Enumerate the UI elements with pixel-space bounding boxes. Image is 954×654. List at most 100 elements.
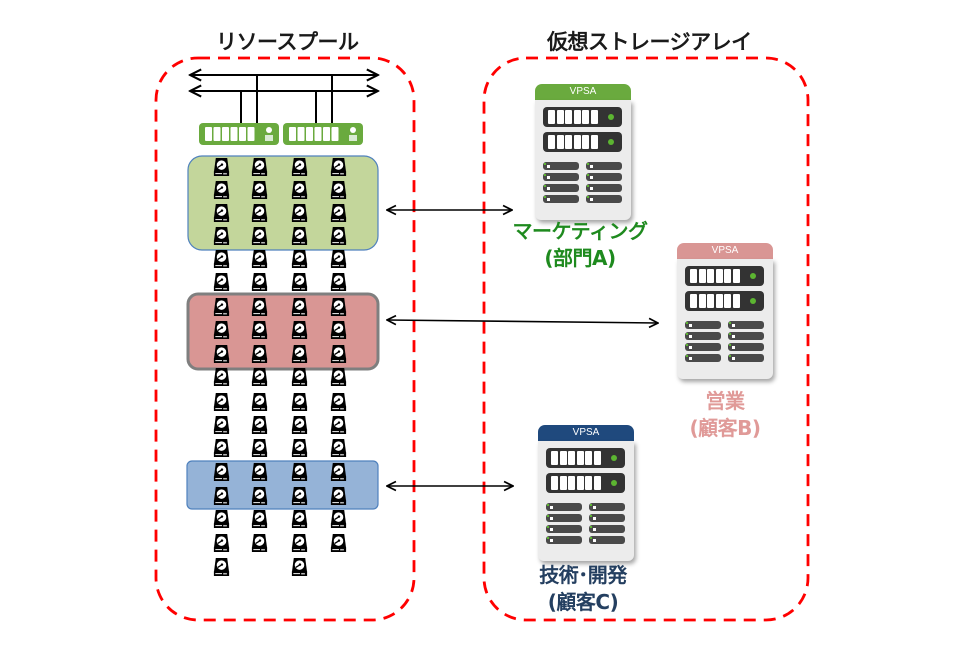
drive-slot-icon bbox=[546, 525, 582, 533]
hard-disk-icon bbox=[213, 486, 230, 505]
hard-disk-icon bbox=[251, 203, 268, 222]
drive-bay-icon bbox=[543, 132, 622, 152]
disk-group-a[interactable] bbox=[187, 155, 379, 251]
hard-disk-icon bbox=[330, 462, 347, 481]
hard-disk-icon bbox=[251, 415, 268, 434]
hard-disk-icon bbox=[213, 320, 230, 339]
drive-slot-icon bbox=[685, 321, 721, 329]
hard-disk-icon bbox=[291, 249, 308, 268]
hard-disk-icon bbox=[251, 392, 268, 411]
drive-slot-icon bbox=[543, 173, 579, 181]
hard-disk-icon bbox=[330, 415, 347, 434]
storage-controller-icon bbox=[199, 123, 279, 145]
resource-pool-title: リソースプール bbox=[216, 30, 359, 54]
hard-disk-icon bbox=[291, 272, 308, 291]
hard-disk-icon bbox=[213, 180, 230, 199]
hard-disk-icon bbox=[251, 320, 268, 339]
hard-disk-icon bbox=[330, 509, 347, 528]
hard-disk-icon bbox=[291, 486, 308, 505]
hard-disk-icon bbox=[251, 367, 268, 386]
hard-disk-icon bbox=[213, 226, 230, 245]
hard-disk-icon bbox=[213, 438, 230, 457]
hard-disk-icon bbox=[213, 272, 230, 291]
hard-disk-icon bbox=[251, 533, 268, 552]
hard-disk-icon bbox=[213, 415, 230, 434]
hard-disk-icon bbox=[251, 438, 268, 457]
drive-slot-icon bbox=[685, 343, 721, 351]
hard-disk-icon bbox=[251, 180, 268, 199]
hard-disk-icon bbox=[291, 533, 308, 552]
link-group-b-vpsa-b bbox=[387, 320, 658, 323]
hard-disk-icon bbox=[213, 249, 230, 268]
hard-disk-icon bbox=[251, 272, 268, 291]
drive-slot-icon bbox=[586, 173, 622, 181]
hard-disk-icon bbox=[291, 438, 308, 457]
hard-disk-icon bbox=[251, 297, 268, 316]
hard-disk-icon bbox=[251, 249, 268, 268]
vpsa-c-label-line1: 技術･開発 bbox=[539, 563, 627, 587]
drive-slot-icon bbox=[546, 514, 582, 522]
hard-disk-icon bbox=[330, 226, 347, 245]
hard-disk-icon bbox=[330, 367, 347, 386]
hard-disk-icon bbox=[213, 297, 230, 316]
virtual-array-title: 仮想ストレージアレイ bbox=[547, 30, 752, 54]
vpsa-chassis bbox=[677, 259, 773, 379]
hard-disk-icon bbox=[330, 392, 347, 411]
hard-disk-icon bbox=[291, 203, 308, 222]
hard-disk-icon bbox=[291, 509, 308, 528]
vpsa-header: VPSA bbox=[538, 425, 634, 441]
drive-bay-icon bbox=[685, 266, 764, 286]
hard-disk-icon bbox=[330, 249, 347, 268]
hard-disk-icon bbox=[213, 344, 230, 363]
drive-slot-icon bbox=[589, 503, 625, 511]
drive-slot-icon bbox=[546, 536, 582, 544]
hard-disk-icon bbox=[291, 297, 308, 316]
vpsa-b-server[interactable]: VPSA bbox=[677, 243, 773, 379]
hard-disk-icon bbox=[330, 157, 347, 176]
hard-disk-icon bbox=[291, 367, 308, 386]
hard-disk-icon bbox=[330, 320, 347, 339]
drive-slot-icon bbox=[589, 536, 625, 544]
hard-disk-icon bbox=[291, 415, 308, 434]
drive-slot-icon bbox=[728, 321, 764, 329]
disk-group-c[interactable] bbox=[186, 460, 379, 510]
hard-disk-icon bbox=[291, 320, 308, 339]
hard-disk-icon bbox=[291, 180, 308, 199]
hard-disk-icon bbox=[251, 344, 268, 363]
drive-bay-icon bbox=[546, 473, 625, 493]
vpsa-b-label-line2: (顧客B) bbox=[689, 416, 761, 440]
drive-bay-icon bbox=[546, 448, 625, 468]
hard-disk-icon bbox=[213, 557, 230, 576]
hard-disk-icon bbox=[291, 344, 308, 363]
vpsa-c-label: 技術･開発 (顧客C) bbox=[508, 562, 658, 616]
hard-disk-icon bbox=[291, 557, 308, 576]
hard-disk-icon bbox=[330, 297, 347, 316]
vpsa-a-server[interactable]: VPSA bbox=[535, 84, 631, 220]
hard-disk-icon bbox=[251, 226, 268, 245]
hard-disk-icon bbox=[251, 462, 268, 481]
virtual-array-border bbox=[482, 56, 810, 622]
hard-disk-icon bbox=[213, 533, 230, 552]
hard-disk-icon bbox=[213, 509, 230, 528]
drive-slot-icon bbox=[685, 354, 721, 362]
vpsa-b-label-line1: 営業 bbox=[705, 389, 746, 413]
drive-slot-icon bbox=[685, 332, 721, 340]
storage-controller-icon bbox=[283, 123, 363, 145]
drive-slot-icon bbox=[728, 343, 764, 351]
drive-slot-icon bbox=[546, 503, 582, 511]
vpsa-header: VPSA bbox=[535, 84, 631, 100]
drive-slot-icon bbox=[589, 525, 625, 533]
disk-group-b[interactable] bbox=[186, 292, 380, 371]
hard-disk-icon bbox=[330, 272, 347, 291]
drive-slot-icon bbox=[589, 514, 625, 522]
drive-slot-icon bbox=[543, 184, 579, 192]
vpsa-c-label-line2: (顧客C) bbox=[547, 590, 619, 614]
vpsa-c-server[interactable]: VPSA bbox=[538, 425, 634, 561]
hard-disk-icon bbox=[251, 486, 268, 505]
drive-slot-icon bbox=[586, 162, 622, 170]
hard-disk-icon bbox=[251, 509, 268, 528]
hard-disk-icon bbox=[330, 486, 347, 505]
hard-disk-icon bbox=[213, 203, 230, 222]
vpsa-header: VPSA bbox=[677, 243, 773, 259]
